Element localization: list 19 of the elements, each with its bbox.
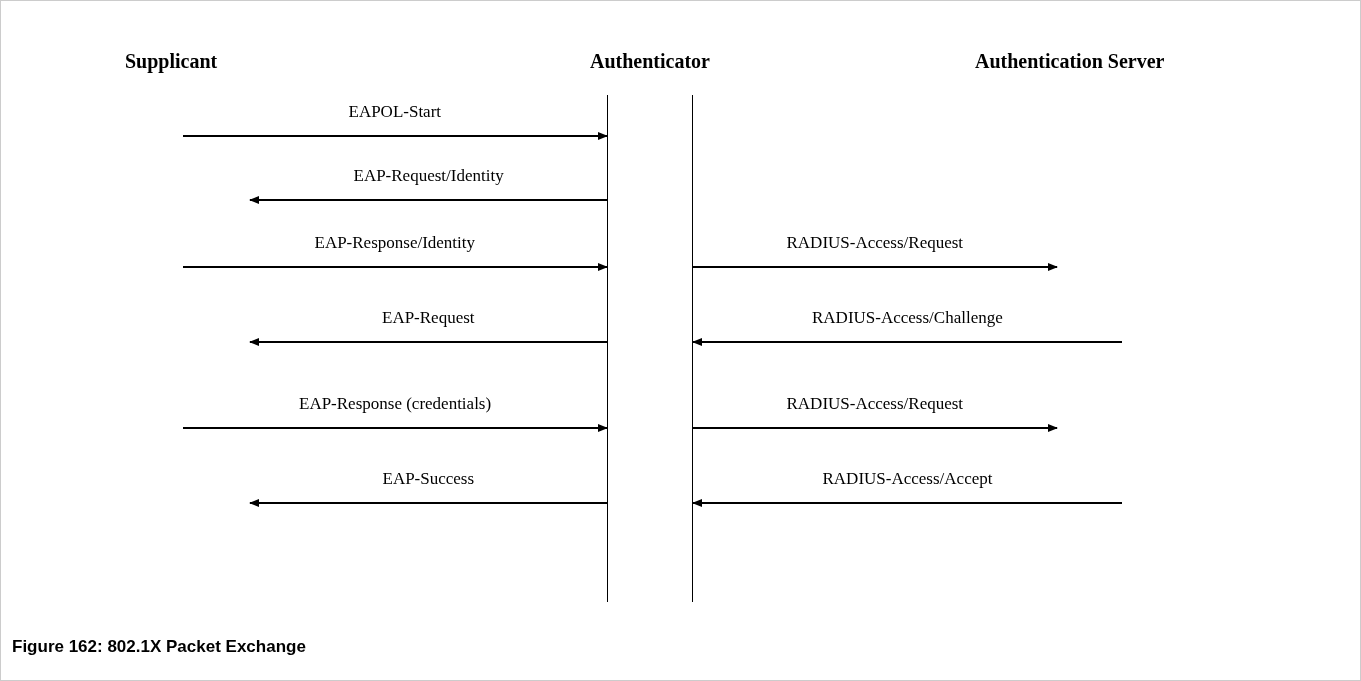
edge-label: EAP-Response/Identity: [312, 233, 478, 253]
message-arrow: [182, 424, 608, 432]
message-arrow: [182, 263, 608, 271]
message-arrow: [692, 499, 1123, 507]
participant-heading: Authentication Server: [975, 50, 1165, 73]
message-arrow: [249, 499, 608, 507]
participant-heading: Supplicant: [125, 50, 218, 73]
figure-caption: Figure 162: 802.1X Packet Exchange: [12, 637, 306, 657]
message-arrow: [692, 263, 1058, 271]
edge-label: EAP-Response (credentials): [297, 394, 494, 414]
message-arrow: [182, 132, 608, 140]
edge-label: EAP-Request/Identity: [351, 166, 506, 186]
message-arrow: [692, 338, 1123, 346]
message-arrow: [692, 424, 1058, 432]
message-arrow: [249, 338, 608, 346]
lifeline-band: [607, 95, 693, 602]
participant-heading: Authenticator: [590, 50, 710, 73]
edge-label: RADIUS-Access/Challenge: [810, 308, 1005, 328]
message-arrow: [249, 196, 608, 204]
